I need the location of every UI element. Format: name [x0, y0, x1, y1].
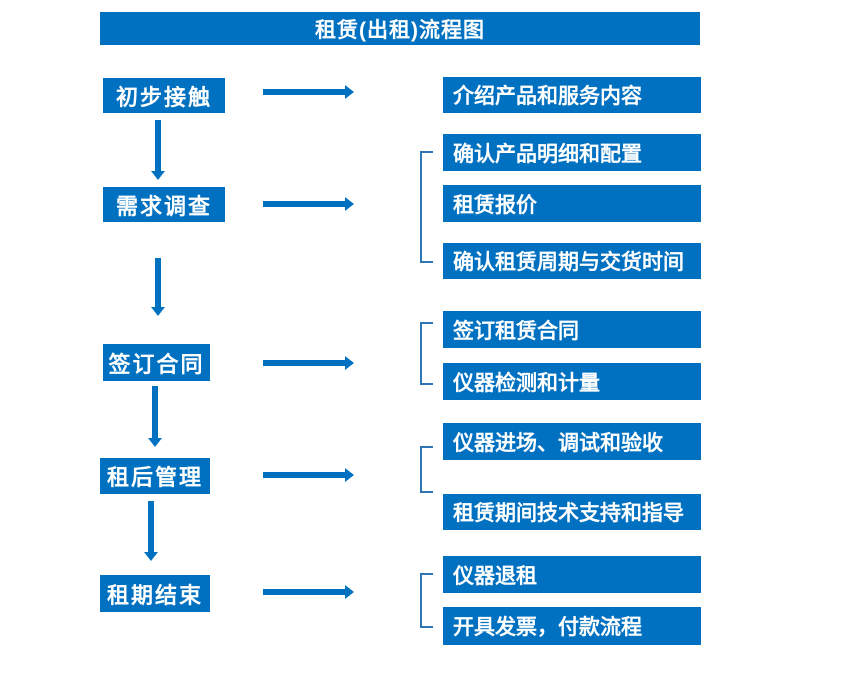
step-lease-end: 租期结束 [100, 575, 210, 612]
detail-box-instrument-testing-metering: 仪器检测和计量 [443, 363, 701, 400]
arrow-shaft [155, 120, 161, 172]
arrow-shaft [263, 472, 346, 478]
arrow-head [345, 85, 354, 99]
arrow-shaft [155, 258, 161, 308]
arrow-head [345, 197, 354, 211]
arrow-shaft [263, 360, 346, 366]
detail-box-invoice-payment: 开具发票，付款流程 [443, 607, 701, 645]
arrow-shaft [152, 386, 158, 439]
arrow-head [345, 356, 354, 370]
detail-box-confirm-product-config: 确认产品明细和配置 [443, 134, 701, 171]
arrow-right-2 [263, 197, 354, 211]
arrow-down-2 [151, 258, 165, 316]
step-post-rental-management: 租后管理 [100, 458, 210, 494]
arrow-down-1 [151, 120, 165, 180]
arrow-right-1 [263, 85, 354, 99]
detail-box-intro-products-services: 介绍产品和服务内容 [443, 77, 701, 113]
arrow-head [345, 585, 354, 599]
detail-box-rental-quote: 租赁报价 [443, 185, 701, 222]
arrow-right-3 [263, 356, 354, 370]
arrow-down-3 [148, 386, 162, 447]
arrow-head [151, 307, 165, 316]
detail-box-rental-tech-support: 租赁期间技术支持和指导 [443, 494, 701, 530]
arrow-shaft [263, 589, 346, 595]
arrow-head [345, 468, 354, 482]
detail-box-rental-period-delivery: 确认租赁周期与交货时间 [443, 243, 701, 279]
arrow-head [144, 552, 158, 561]
arrow-shaft [263, 89, 346, 95]
arrow-shaft [263, 201, 346, 207]
step-sign-contract: 签订合同 [103, 344, 210, 381]
step-demand-survey: 需求调查 [103, 187, 225, 222]
group-bracket-sign-contract [420, 322, 433, 385]
detail-box-sign-rental-contract: 签订租赁合同 [443, 311, 701, 348]
group-bracket-lease-end [420, 573, 433, 628]
step-initial-contact: 初步接触 [103, 78, 225, 113]
arrow-head [148, 438, 162, 447]
group-bracket-post-rental [420, 446, 433, 493]
arrow-head [151, 171, 165, 180]
group-bracket-demand-survey [420, 151, 433, 263]
arrow-right-4 [263, 468, 354, 482]
detail-box-instrument-return: 仪器退租 [443, 556, 701, 593]
arrow-down-4 [144, 501, 158, 561]
flowchart-title: 租赁(出租)流程图 [100, 12, 700, 45]
arrow-right-5 [263, 585, 354, 599]
arrow-shaft [148, 501, 154, 553]
detail-box-instrument-arrival-acceptance: 仪器进场、调试和验收 [443, 423, 701, 460]
